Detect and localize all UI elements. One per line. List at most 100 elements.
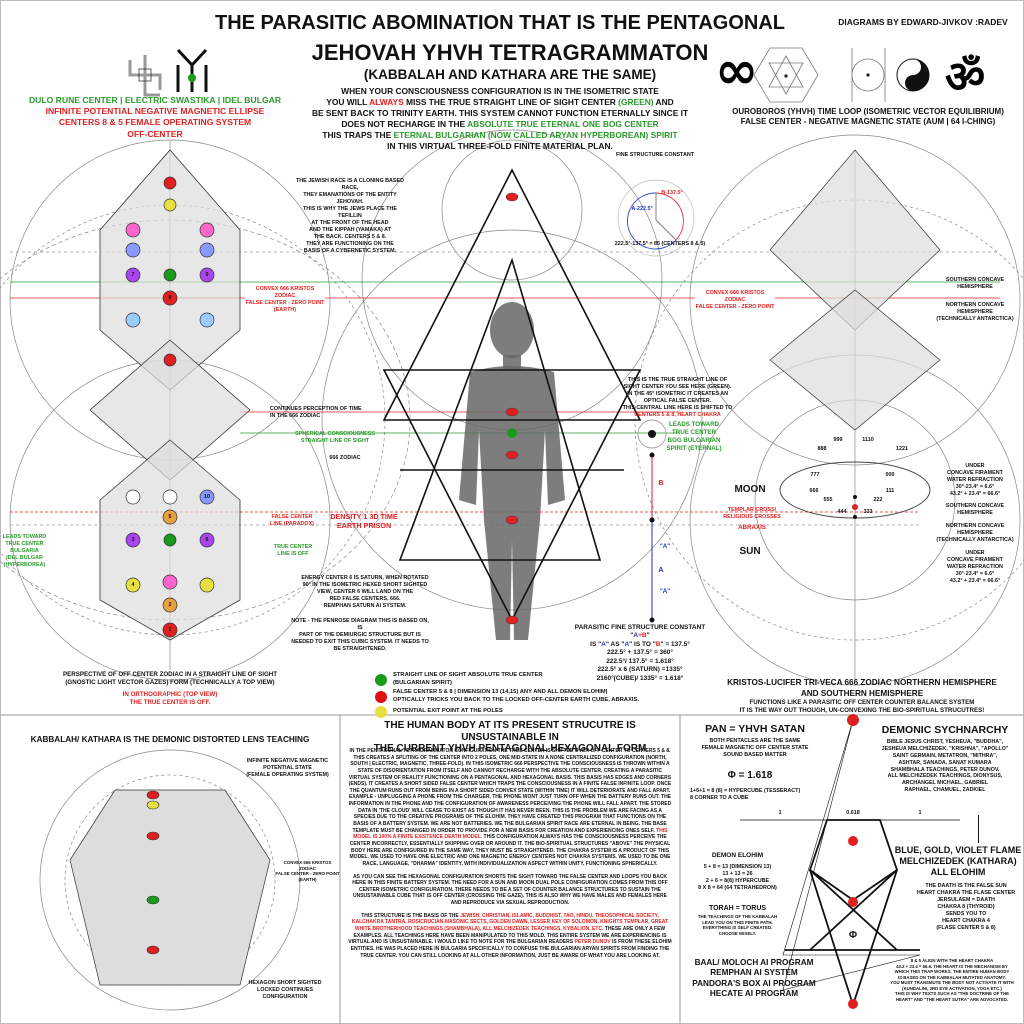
human-body-title: THE HUMAN BODY AT ITS PRESENT STRUCUTRE … — [373, 720, 647, 754]
arrow-down-icon — [978, 815, 979, 843]
hexagram-cube-icon — [753, 47, 819, 103]
yin-yang-icon — [896, 58, 930, 92]
zodiac-number: 555 — [823, 497, 833, 503]
legend-item-red: FALSE CENTER 5 & 8 | DIMENSION 13 (14,15… — [375, 689, 675, 704]
node-number: 1 — [168, 627, 172, 633]
parasitic-constant: PARASITIC FINE STRUCTURE CONSTANT "A+B" … — [574, 624, 706, 682]
moon-label: MOON — [734, 484, 766, 495]
zodiac-number: 777 — [810, 472, 820, 478]
templar-label: TEMPLAR CROSS/RELIGIOUS CROSSES — [723, 507, 781, 521]
zodiac-number: 1110 — [862, 437, 874, 443]
right-caption: KRISTOS-LUCIFER TRI-VECA 666 ZODIAC NORT… — [727, 678, 997, 715]
om-icon: ॐ — [945, 52, 985, 103]
zodiac-number: 000 — [885, 472, 895, 478]
node-number: 7 — [131, 272, 135, 278]
page-title-line1: THE PARASITIC ABOMINATION THAT IS THE PE… — [215, 12, 785, 34]
legend-item-yellow: POTENTIAL EXIT POINT AT THE POLES — [375, 706, 675, 719]
label-a: A — [658, 565, 664, 574]
intro-line: THIS TRAPS THE ETERNAL BULGARIAN (NOW CA… — [322, 129, 678, 140]
node-number: 6 — [205, 537, 209, 543]
node-number: 10 — [204, 494, 210, 500]
sychnarchy-lines: BIBLE JESUS CHRIST, YESHEUA, "BUDDHA",JE… — [881, 739, 1009, 794]
torah-title: TORAH = TORUS — [708, 905, 767, 912]
circle-point-icon — [851, 48, 886, 102]
phi-value: Φ = 1.618 — [727, 770, 773, 781]
ratio-label: 1 — [918, 810, 922, 816]
intro-line: DOES NOT RECHARGE IN THE ABSOLUTE TRUE E… — [341, 118, 659, 129]
zodiac-number: 444 — [837, 509, 847, 515]
credit: DIAGRAMS BY EDWARD-JIVKOV :RADEV — [838, 17, 1008, 27]
fs-a-label: A-222.5° — [631, 206, 653, 212]
human-body-text: IN THE PENTAGONAL TETRAGRAMMATON CONFIGU… — [348, 748, 672, 959]
zodiac-number: 888 — [817, 446, 827, 452]
hypercube-lines: 1+6+1 = 8 (8) = HYPERCUBE (TESSERACT)8 C… — [690, 788, 801, 802]
node-number: 5 — [168, 514, 172, 520]
fine-structure-title: FINE STRUCTURE CONSTANT — [615, 152, 695, 158]
jewish-annotation: THE JEWISH RACE IS A CLONING BASED RACE,… — [295, 178, 405, 255]
node-number: 9 — [205, 272, 209, 278]
dulo-rune-icon — [176, 48, 208, 92]
intro-text: WHEN YOUR CONSCIOUSNESS CONFIGURATION IS… — [295, 86, 705, 152]
node-number: 4 — [131, 582, 135, 588]
left-top-labels: DULO RUNE CENTER | ELECTRIC SWASTIKA | I… — [28, 95, 282, 139]
swastika-icon — [128, 55, 162, 97]
zodiac-number: 666 — [809, 488, 819, 494]
zodiac-number: 999 — [833, 437, 843, 443]
zodiac-666-label: 666 ZODIAC — [329, 455, 361, 461]
kabbalah-title: KABBALAH/ KATHARA IS THE DEMONIC DISTORT… — [30, 735, 310, 744]
label-a-quoted-2: "A" — [659, 588, 671, 595]
node-number: 3 — [131, 537, 135, 543]
zodiac-number: 111 — [885, 488, 895, 494]
phi-symbol: Φ — [848, 930, 858, 941]
top-icons: ∞ ॐ — [128, 41, 985, 103]
infinity-icon: ∞ — [715, 41, 758, 101]
penrose-note: NOTE - THE PENROSE DIAGRAM THIS IS BASED… — [291, 618, 429, 653]
yellow-dot-icon — [375, 706, 387, 719]
ratio-label: 0.618 — [846, 810, 860, 816]
intro-line: IN THIS VIRTUAL THREE-FOLD FINITE MATERI… — [387, 140, 613, 151]
node-number: 2 — [168, 602, 172, 608]
ratio-label: 1 — [778, 810, 782, 816]
intro-line: WHEN YOUR CONSCIOUSNESS CONFIGURATION IS… — [341, 86, 659, 96]
sychnarchy-title: DEMONIC SYCHNARCHY — [881, 724, 1009, 736]
legend-item-green: STRAIGHT LINE OF SIGHT ABSOLUTE TRUE CEN… — [375, 672, 675, 687]
page-title-line2: JEHOVAH YHVH TETRAGRAMMATON — [311, 40, 709, 65]
zodiac-number: 222 — [873, 497, 883, 503]
label-a-quoted-1: "A" — [659, 543, 671, 550]
left-caption: PERSPECTIVE OF OFF CENTER ZODIAC IN A ST… — [62, 671, 278, 707]
intro-line: BE SENT BACK TO TRINITY EARTH. THIS SYST… — [311, 107, 689, 118]
abraxis-label: ABRAXIS — [738, 524, 766, 531]
fs-equation: 222.5°-137.5° = 85 (CENTERS 8 & 5) — [614, 241, 706, 247]
green-dot-icon — [375, 673, 387, 686]
fs-b-label: B-137.5° — [661, 190, 683, 196]
star-tetrahedron-lines — [382, 168, 642, 622]
zodiac-number: 1221 — [896, 446, 908, 452]
legend: STRAIGHT LINE OF SIGHT ABSOLUTE TRUE CEN… — [375, 672, 675, 720]
human-silhouette — [459, 302, 565, 640]
